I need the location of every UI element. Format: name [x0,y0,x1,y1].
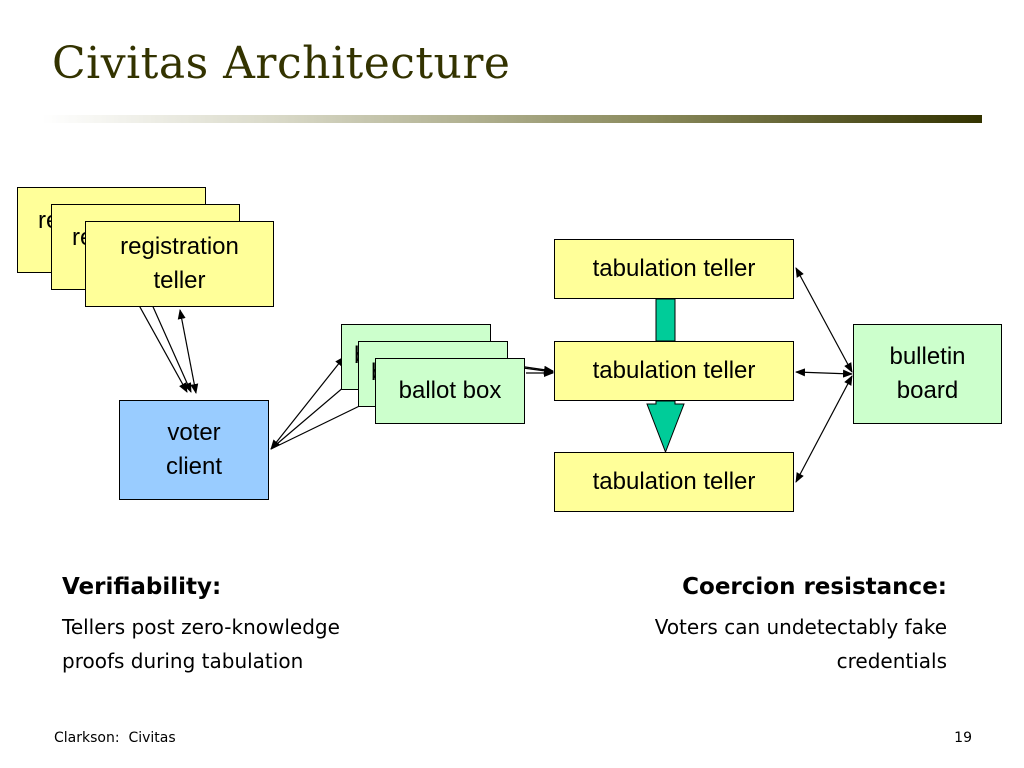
connector-client-ballot1 [270,356,345,450]
voter-client-line1: voter [167,419,221,447]
registration-teller-front: registration teller [85,221,274,307]
tabulation-teller-top: tabulation teller [554,239,794,299]
connector-reg2-client [149,299,192,393]
connector-tab1-board [795,267,853,373]
title-rule [42,115,982,123]
voter-client: voter client [119,400,269,500]
bulletin-board: bulletin board [853,324,1002,424]
voter-client-line2: client [165,453,223,480]
tabulation-teller-bottom: tabulation teller [554,452,794,512]
tabulation-teller-middle-label: tabulation teller [592,357,756,385]
verifiability-line1: Tellers post zero-knowledge [62,615,340,639]
coercion-resistance-line1: Voters can undetectably fake [654,615,947,639]
connector-reg3-client [177,309,199,394]
ballot-box-front-label: ballot box [398,377,502,405]
connector-tab3-board [795,375,853,483]
connector-tab2-board [795,368,853,378]
tabulation-teller-middle: tabulation teller [554,341,794,401]
footer-source: Clarkson: Civitas [54,730,176,746]
ballot-box-front: ballot box [375,358,525,424]
registration-teller-line1: registration [120,233,239,261]
verifiability-heading: Verifiability: [62,574,222,600]
tabulation-teller-top-label: tabulation teller [592,255,756,283]
tabulation-teller-bottom-label: tabulation teller [592,468,756,496]
flow-arrow-shaft-top [655,298,676,342]
registration-teller-line2: teller [153,267,206,294]
coercion-resistance-line2: credentials [836,649,947,673]
slide-title: Civitas Architecture [52,38,511,89]
verifiability-block: Verifiability: Tellers post zero-knowled… [62,574,340,678]
flow-arrow-down [646,400,685,454]
coercion-resistance-heading: Coercion resistance: [682,574,947,600]
coercion-resistance-block: Coercion resistance: Voters can undetect… [655,574,947,678]
verifiability-line2: proofs during tabulation [62,649,304,673]
page-number: 19 [954,730,972,746]
bulletin-board-line1: bulletin [889,343,966,371]
bulletin-board-line2: board [896,377,959,404]
